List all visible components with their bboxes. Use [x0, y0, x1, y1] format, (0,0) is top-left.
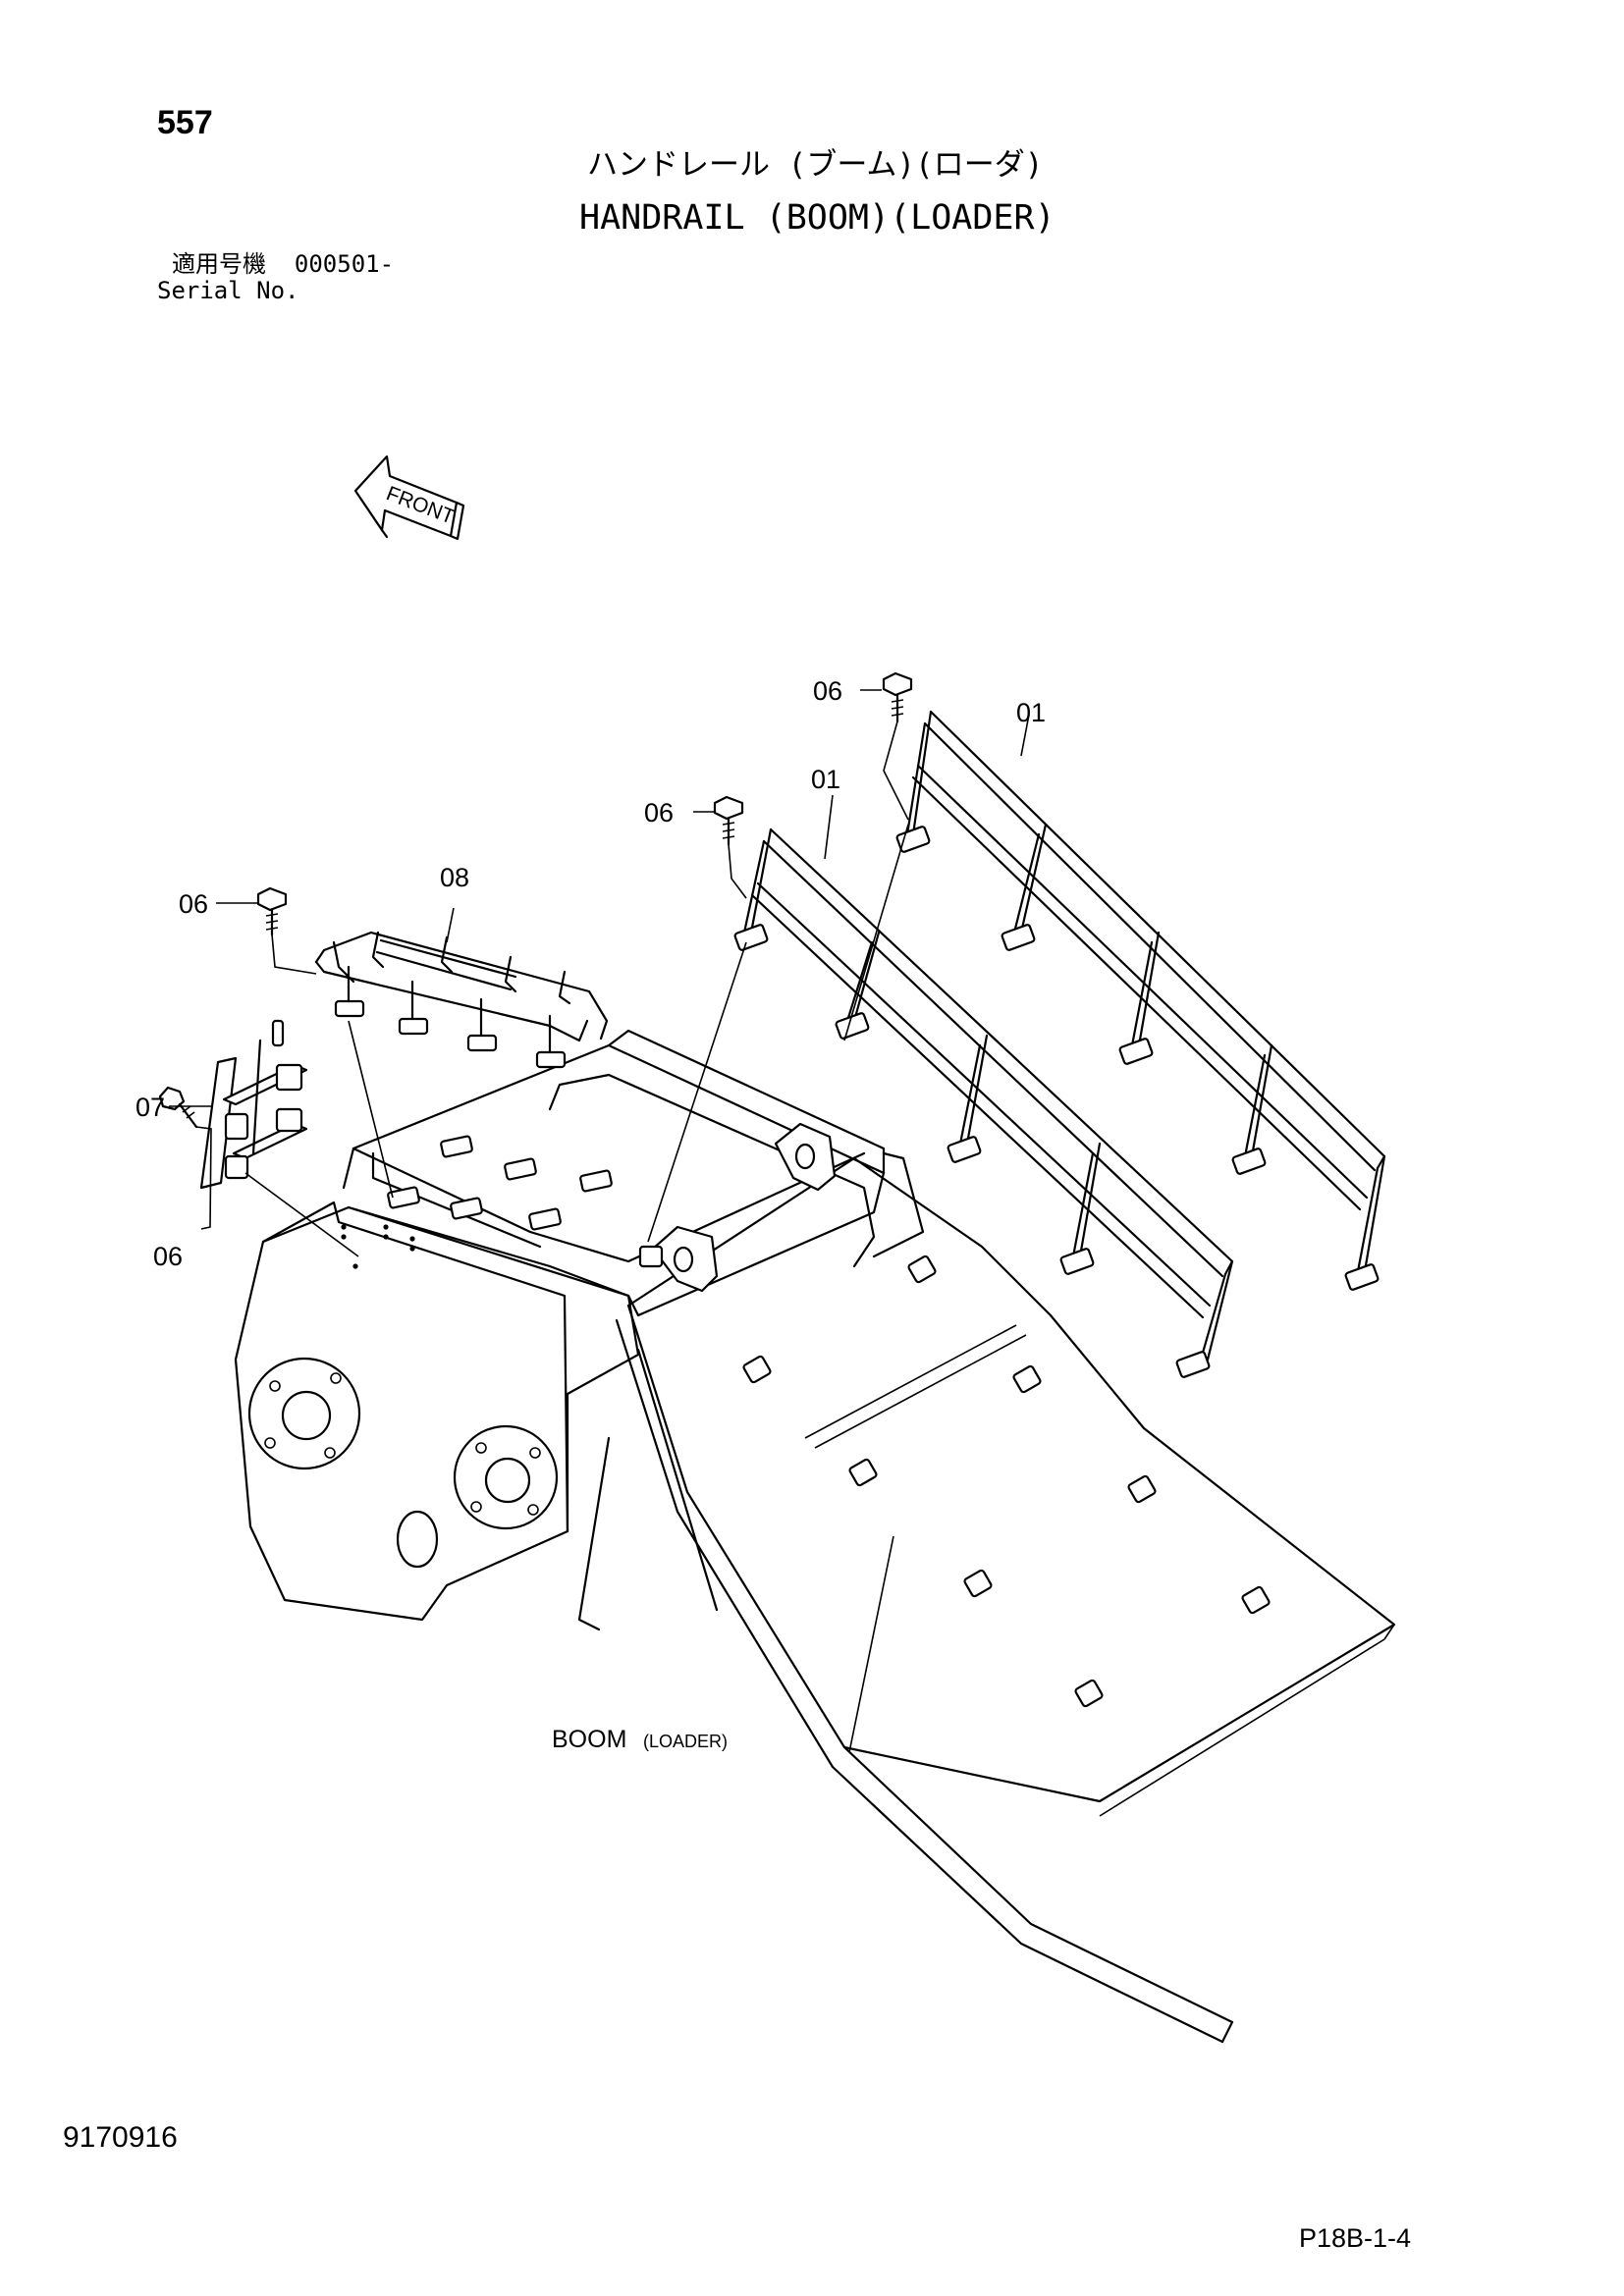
callout-handrail-left: 01: [811, 765, 840, 794]
callout-bolt-left: 06: [179, 889, 208, 919]
bolt-icon: [158, 1086, 198, 1129]
handrail-right: [895, 710, 1386, 1291]
title-japanese: ハンドレール (ブーム)(ローダ): [587, 147, 1044, 183]
front-arrow-icon: FRONT: [353, 454, 465, 541]
serial-label-english: Serial No.: [157, 277, 299, 304]
component-label-sub: (LOADER): [643, 1732, 728, 1751]
bolt-icon: [256, 886, 288, 936]
serial-value: 000501-: [294, 250, 395, 278]
mounting-pads: [387, 1135, 1271, 1708]
leader-lines: [169, 689, 1030, 1257]
handrail-front: [314, 931, 609, 1069]
callout-bolt-top: 06: [813, 676, 842, 706]
serial-label-japanese: 適用号機: [172, 250, 266, 278]
mount-holes: [341, 1224, 415, 1269]
bracket: [199, 1019, 308, 1190]
component-label-main: BOOM: [552, 1726, 626, 1753]
callout-bracket: 07: [135, 1093, 165, 1122]
bolt-icon: [882, 671, 913, 723]
callout-bolt-bottom: 06: [153, 1242, 183, 1271]
serial-line-japanese: 適用号機 000501-: [172, 252, 394, 276]
page-code: P18B-1-4: [1299, 2223, 1412, 2253]
callout-bolt-mid: 06: [644, 798, 674, 828]
page-number: 557: [157, 104, 213, 141]
document-id: 9170916: [63, 2121, 178, 2154]
callout-handrail-front: 08: [440, 863, 469, 892]
boom-body: [234, 1029, 1396, 2044]
title-english: HANDRAIL (BOOM)(LOADER): [579, 198, 1056, 238]
callout-handrail-right: 01: [1016, 698, 1046, 727]
bolt-icon: [713, 795, 744, 846]
handrail-left: [733, 828, 1234, 1378]
